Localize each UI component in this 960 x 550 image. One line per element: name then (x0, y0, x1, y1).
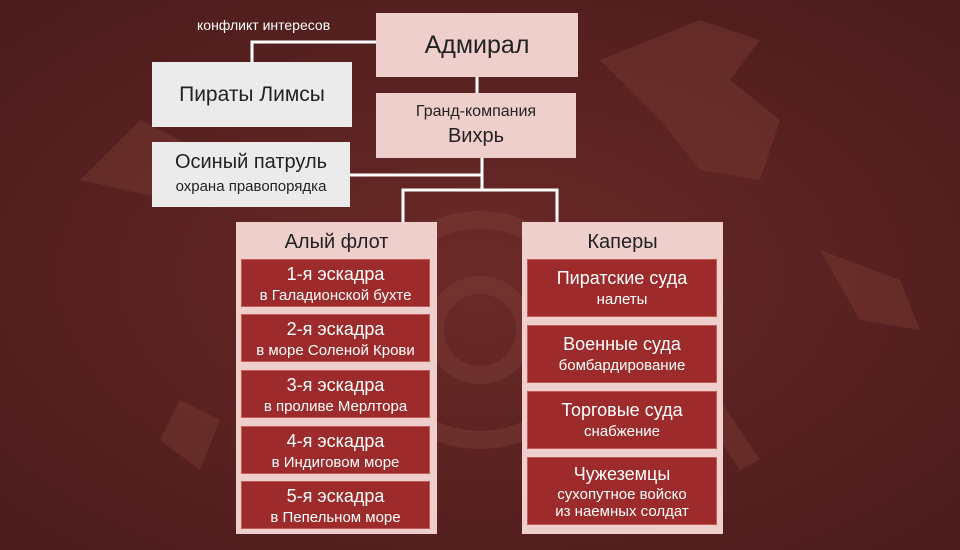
squadron-name: 1-я эскадра (286, 264, 385, 284)
conflict-of-interest-label: конфликт интересов (197, 17, 331, 33)
squadron-item: 1-я эскадра в Галадионской бухте (241, 259, 430, 307)
scarlet-fleet-panel: Алый флот 1-я эскадра в Галадионской бух… (236, 222, 437, 534)
ship-type-role: налеты (596, 291, 648, 308)
limsa-pirates-node: Пираты Лимсы (152, 62, 352, 127)
squadron-location: в Пепельном море (270, 509, 401, 526)
ship-type-name: Военные суда (563, 334, 681, 354)
ship-type-item: Торговые суда снабжение (527, 391, 717, 449)
ship-type-item: Пиратские суда налеты (527, 259, 717, 317)
wasp-patrol-name: Осиный патруль (174, 151, 328, 173)
squadron-item: 5-я эскадра в Пепельном море (241, 481, 430, 529)
squadron-location: в Галадионской бухте (259, 287, 412, 304)
ship-type-role: бомбардирование (558, 357, 686, 374)
squadron-item: 3-я эскадра в проливе Мерлтора (241, 370, 430, 418)
ship-type-name: Пиратские суда (556, 268, 688, 288)
squadron-location: в Индиговом море (271, 454, 400, 471)
squadron-name: 4-я эскадра (286, 431, 385, 451)
ship-type-name: Торговые суда (561, 400, 683, 420)
scarlet-fleet-title: Алый флот (284, 231, 389, 253)
squadron-item: 2-я эскадра в море Соленой Крови (241, 314, 430, 362)
squadron-location: в проливе Мерлтора (263, 398, 408, 415)
wasp-patrol-node: Осиный патруль охрана правопорядка (152, 142, 350, 207)
ship-type-item: Чужеземцы сухопутное войско из наемных с… (527, 457, 717, 525)
wasp-patrol-role: охрана правопорядка (175, 178, 327, 195)
squadron-location: в море Соленой Крови (256, 342, 415, 359)
privateers-title: Каперы (587, 231, 658, 253)
ship-type-role-line1: сухопутное войско (557, 486, 687, 503)
admiral-node: Адмирал (376, 13, 578, 77)
ship-type-role-line2: из наемных солдат (555, 503, 689, 520)
squadron-name: 5-я эскадра (286, 486, 385, 506)
ship-type-item: Военные суда бомбардирование (527, 325, 717, 383)
grand-company-line2: Вихрь (447, 125, 505, 147)
grand-company-node: Гранд-компания Вихрь (376, 93, 576, 158)
squadron-name: 3-я эскадра (286, 375, 385, 395)
ship-type-role: снабжение (584, 423, 660, 440)
grand-company-line1: Гранд-компания (415, 103, 537, 120)
squadron-item: 4-я эскадра в Индиговом море (241, 426, 430, 474)
squadron-name: 2-я эскадра (286, 319, 385, 339)
ship-type-name: Чужеземцы (573, 464, 671, 484)
privateers-panel: Каперы Пиратские суда налеты Военные суд… (522, 222, 723, 534)
